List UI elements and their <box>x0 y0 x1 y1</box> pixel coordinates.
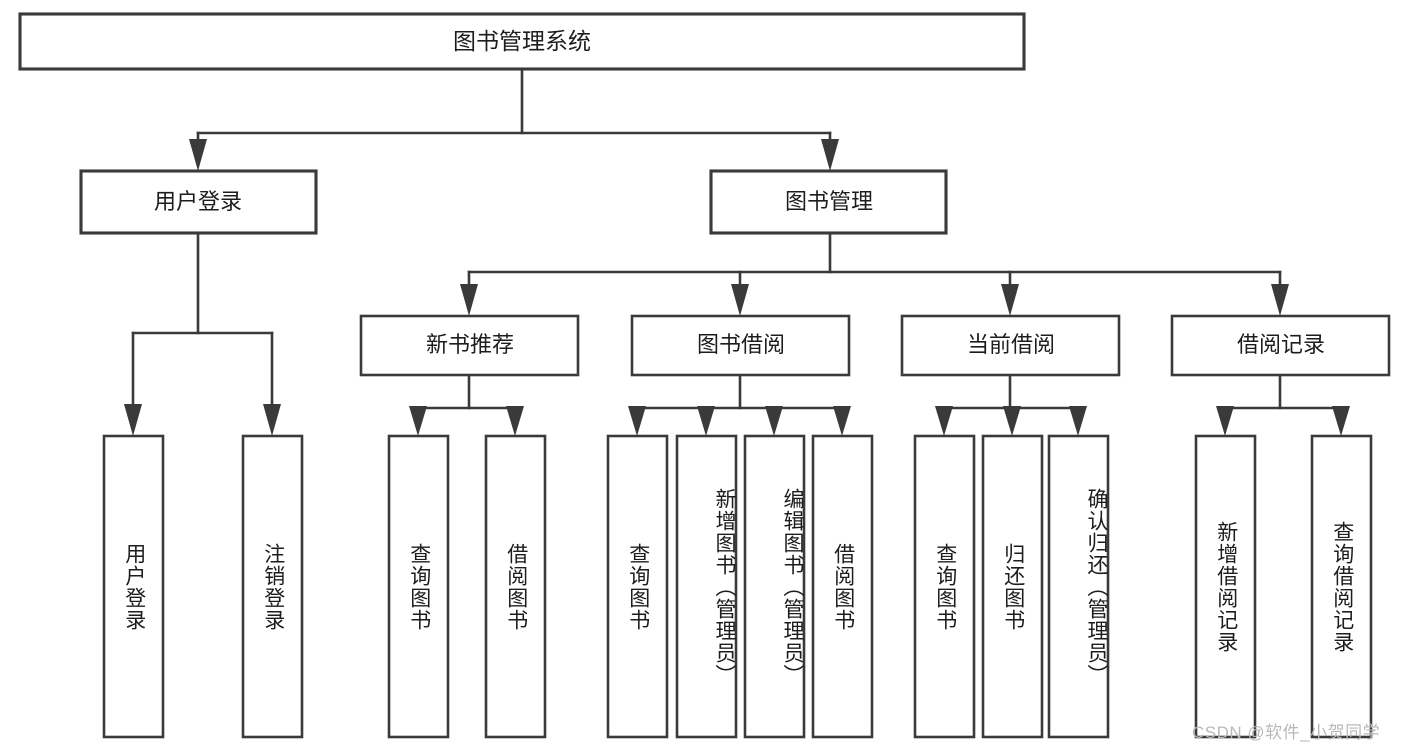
arrow-head-borrow-record <box>1271 284 1289 316</box>
arrow-head-current-borrow <box>1001 284 1019 316</box>
arrow-head-new-book-recommend <box>460 284 478 316</box>
node-leaf-query-borrow-record-box[interactable] <box>1310 434 1373 739</box>
arrow-head-leaf-query-borrow-record <box>1332 406 1350 436</box>
node-borrow-record-box[interactable] <box>1170 314 1391 377</box>
arrow-head-leaf-return-book <box>1003 406 1021 436</box>
node-root-box[interactable] <box>18 12 1026 71</box>
node-user-login-label: 用户登录 <box>154 189 242 214</box>
node-leaf-borrow-book-rec-box[interactable] <box>484 434 547 739</box>
arrow-head-leaf-add-borrow-record <box>1216 406 1234 436</box>
node-book-manage-box[interactable] <box>709 169 948 235</box>
arrow-head-leaf-query-book-borrow <box>628 406 646 436</box>
node-leaf-query-book-borrow-box[interactable] <box>606 434 669 739</box>
arrow-head-leaf-confirm-return-admin <box>1069 406 1087 436</box>
arrow-head-leaf-borrow-book <box>833 406 851 436</box>
node-layer: 图书管理系统 用户登录 图书管理 新书推荐 图书借阅 当前借阅 借阅记录 <box>18 12 1391 739</box>
node-current-borrow-label: 当前借阅 <box>967 332 1055 357</box>
arrow-head-leaf-edit-book-admin <box>765 406 783 436</box>
arrow-head-leaf-borrow-book-rec <box>506 406 524 436</box>
arrow-head-book-borrow <box>731 284 749 316</box>
node-new-book-recommend-label: 新书推荐 <box>426 332 514 357</box>
node-book-borrow-box[interactable] <box>630 314 851 377</box>
arrow-head-book-manage <box>821 139 839 171</box>
node-book-borrow-label: 图书借阅 <box>697 332 785 357</box>
node-leaf-add-borrow-record-box[interactable] <box>1194 434 1257 739</box>
node-leaf-query-book-current-box[interactable] <box>913 434 976 739</box>
node-leaf-query-book-rec-box[interactable] <box>387 434 450 739</box>
node-current-borrow-box[interactable] <box>900 314 1121 377</box>
arrow-head-user-login <box>189 139 207 171</box>
node-user-login-box[interactable] <box>79 169 318 235</box>
csdn-watermark: CSDN @软件_小贺同学 <box>1192 723 1381 742</box>
node-leaf-confirm-return-admin-box[interactable] <box>1047 434 1110 739</box>
node-leaf-user-login-box[interactable] <box>102 434 165 739</box>
node-leaf-return-book-box[interactable] <box>981 434 1044 739</box>
connector-layer <box>124 67 1350 436</box>
node-leaf-add-book-admin-box[interactable] <box>675 434 738 739</box>
node-book-manage-label: 图书管理 <box>785 189 873 214</box>
arrow-head-leaf-query-book-current <box>935 406 953 436</box>
arrow-head-leaf-add-book-admin <box>697 406 715 436</box>
node-root-label: 图书管理系统 <box>453 28 591 54</box>
arrow-head-leaf-user-logout <box>263 404 281 436</box>
arrow-head-leaf-user-login <box>124 404 142 436</box>
node-new-book-recommend-box[interactable] <box>359 314 580 377</box>
node-leaf-edit-book-admin-box[interactable] <box>743 434 806 739</box>
arrow-head-leaf-query-book-rec <box>409 406 427 436</box>
node-borrow-record-label: 借阅记录 <box>1237 332 1325 357</box>
node-leaf-borrow-book-box[interactable] <box>811 434 874 739</box>
node-leaf-user-logout-box[interactable] <box>241 434 304 739</box>
